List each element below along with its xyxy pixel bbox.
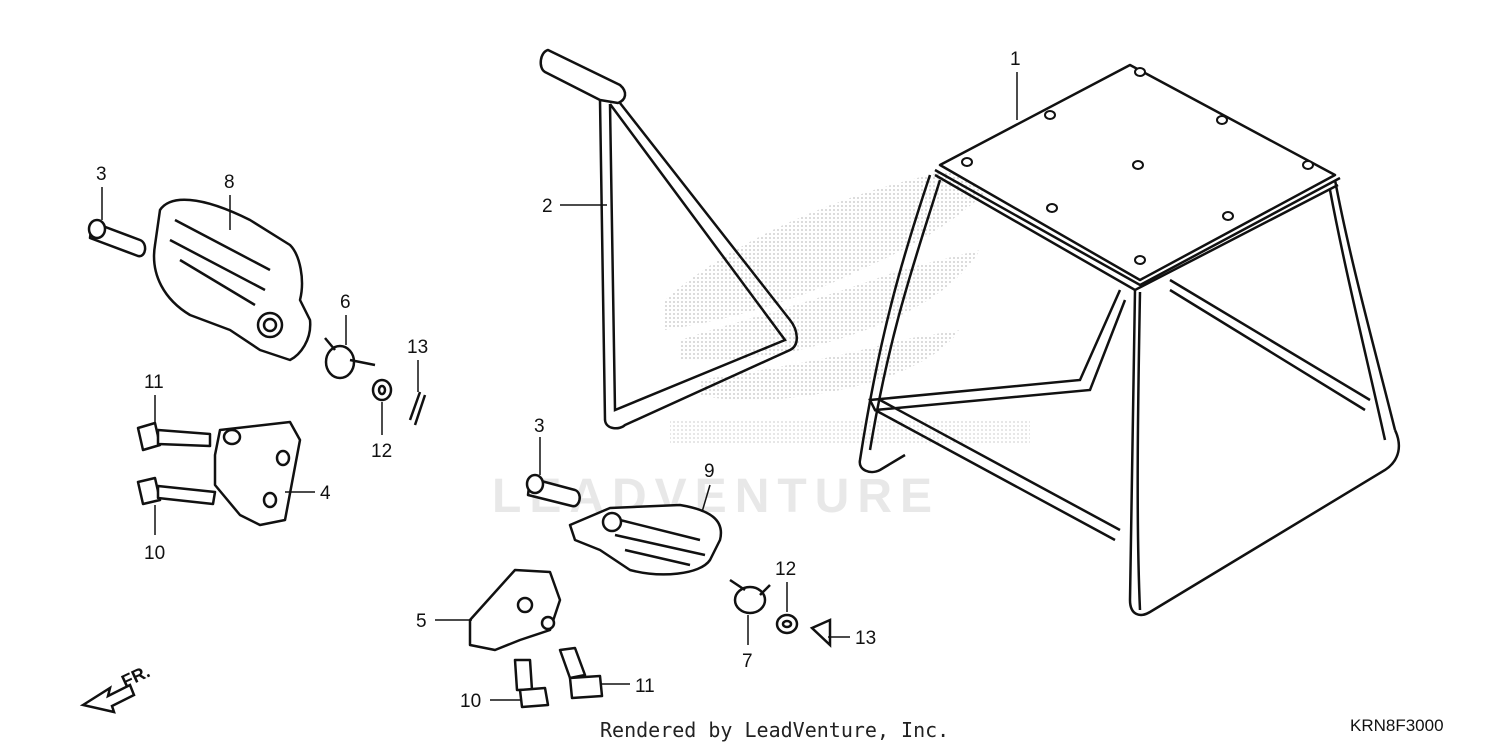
pin-part-3-center [525, 473, 581, 508]
stand-part-1 [858, 63, 1401, 617]
callout-3-left: 3 [96, 164, 107, 185]
callout-5: 5 [416, 611, 427, 632]
footpeg-part-8 [152, 198, 312, 362]
rendered-by-credit: Rendered by LeadVenture, Inc. [600, 718, 950, 742]
callout-13-right: 13 [855, 628, 876, 649]
callout-4: 4 [320, 483, 331, 504]
callout-1: 1 [1010, 49, 1021, 70]
bolt-part-11-right [558, 646, 604, 700]
callout-12-right: 12 [775, 559, 796, 580]
callout-9: 9 [704, 461, 715, 482]
bolt-part-10-right [513, 658, 550, 709]
brand-wing-watermark [665, 150, 1030, 445]
washer-part-12-right [775, 613, 799, 635]
callout-8: 8 [224, 172, 235, 193]
callout-7: 7 [742, 651, 753, 672]
cotter-pin-part-13-right [809, 618, 832, 648]
cotter-pin-part-13-left [408, 391, 427, 426]
pin-part-3-left [87, 218, 147, 258]
spring-part-6 [324, 337, 376, 380]
bolt-part-10-left [136, 476, 217, 506]
callout-11-right: 11 [635, 676, 655, 697]
washer-part-12-left [371, 378, 393, 402]
lever-part-2 [539, 48, 798, 430]
callout-10-left: 10 [144, 543, 165, 564]
front-direction-arrow: FR. [79, 661, 153, 714]
diagram-code: KRN8F3000 [1350, 716, 1444, 735]
footpeg-part-9 [568, 503, 723, 576]
callout-12-left: 12 [371, 441, 392, 462]
callout-11-left: 11 [144, 372, 164, 393]
callout-6: 6 [340, 292, 351, 313]
bracket-part-4 [213, 420, 302, 527]
callout-10-right: 10 [460, 691, 481, 712]
callout-2: 2 [542, 196, 553, 217]
callout-13-left: 13 [407, 337, 428, 358]
bolt-part-11-left [136, 421, 212, 452]
callout-3-center: 3 [534, 416, 545, 437]
bracket-part-5 [468, 568, 562, 652]
spring-part-7 [729, 578, 771, 615]
leader-lines [101, 72, 1018, 701]
